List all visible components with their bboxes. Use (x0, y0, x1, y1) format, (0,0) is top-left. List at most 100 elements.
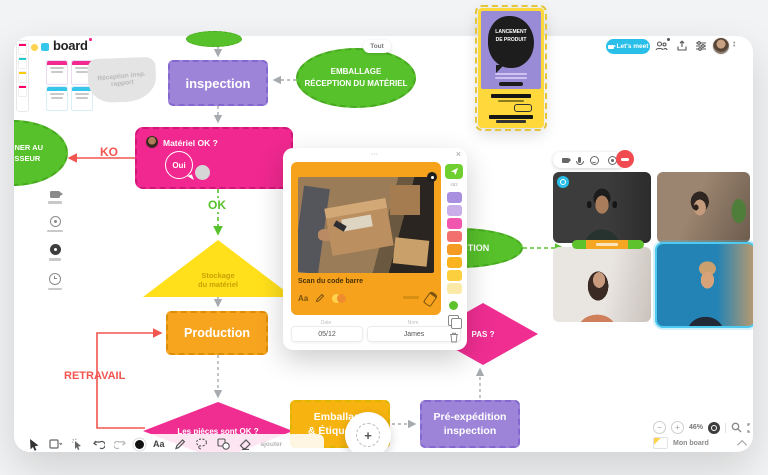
camera-icon[interactable] (561, 157, 571, 163)
board-switcher[interactable]: Mon board (653, 437, 747, 450)
note-card[interactable]: Scan du code barre Aa (291, 162, 441, 315)
video-tile-participant-3[interactable] (553, 247, 651, 322)
select-cursor-tool[interactable] (28, 438, 40, 451)
board-thumbnail (653, 437, 668, 449)
color-swatch[interactable] (446, 192, 462, 203)
label-ok: OK (206, 198, 228, 212)
close-icon[interactable]: × (455, 149, 461, 159)
timer-tool-button[interactable] (44, 272, 66, 290)
add-element-button[interactable]: + (345, 412, 391, 452)
card-count: 482 (450, 182, 458, 187)
swatch-column (446, 190, 462, 294)
user-avatar[interactable] (713, 38, 729, 54)
note-toolbar: Aa (298, 293, 347, 303)
green-dot-button[interactable] (449, 301, 458, 310)
zoom-in-button[interactable]: + (671, 421, 684, 434)
drawing-toolbar: Aa ajouter (22, 434, 324, 452)
mic-icon[interactable] (575, 157, 584, 165)
attachment-icon[interactable] (422, 290, 439, 308)
send-button[interactable] (445, 164, 463, 179)
meet-button[interactable]: Let's meet (606, 39, 650, 54)
date-field[interactable]: 05/12 (291, 326, 363, 342)
flow-node-title: Matériel OK ? (163, 138, 218, 148)
flow-node-top-partial[interactable] (186, 31, 242, 47)
color-swatch[interactable] (446, 270, 462, 281)
color-swatch[interactable] (446, 257, 462, 268)
reaction-progress-bar (572, 240, 644, 249)
hangup-button[interactable] (616, 150, 634, 168)
label-retravail: RETRAVAIL (64, 370, 126, 382)
flow-node-materiel-ok[interactable]: Matériel OK ? Oui (135, 127, 293, 189)
speaking-indicator (557, 176, 569, 188)
settings-sliders-button[interactable] (695, 40, 707, 52)
video-icon (607, 44, 616, 49)
video-tile-participant-2[interactable] (657, 172, 750, 243)
board-window: board Réception insp. rapport Let's meet (14, 36, 753, 452)
text-tool[interactable]: Aa (153, 439, 165, 449)
filter-tout-button[interactable]: Tout (363, 40, 391, 53)
redo-button[interactable] (114, 439, 126, 450)
field-label: Date (320, 320, 332, 326)
color-swatch[interactable] (446, 218, 462, 229)
name-field[interactable]: James (367, 326, 461, 342)
color-swatch[interactable] (446, 205, 462, 216)
video-tool-button[interactable] (44, 191, 66, 204)
modal-drag-handle[interactable]: ••• (371, 151, 379, 156)
left-tools (44, 191, 66, 290)
emoji-icon[interactable] (332, 293, 347, 303)
search-icon[interactable] (731, 422, 742, 433)
card-detail-modal: ••• × Scan du code barre Aa (283, 148, 467, 350)
color-swatch[interactable] (446, 283, 462, 294)
broadcast-tool-button[interactable] (44, 215, 66, 232)
zoom-out-button[interactable]: − (653, 421, 666, 434)
note-photo (298, 177, 434, 273)
note-meta-text (403, 296, 419, 299)
magic-pointer-tool[interactable] (71, 438, 84, 451)
menu-dots-icon[interactable]: •• (733, 40, 736, 50)
field-label: Nom (407, 320, 419, 326)
pen-icon[interactable] (315, 293, 325, 303)
label-ko: KO (100, 145, 118, 159)
lasso-tool[interactable] (195, 438, 208, 450)
shapes-tool[interactable] (216, 438, 230, 450)
frame-tool[interactable] (49, 438, 62, 450)
oui-bubble[interactable]: Oui (165, 151, 194, 182)
color-swatch[interactable] (446, 231, 462, 242)
video-tile-participant-4-active[interactable] (655, 242, 753, 328)
share-button[interactable] (676, 40, 688, 52)
record-tool-button[interactable] (44, 244, 66, 261)
color-swatch[interactable] (446, 244, 462, 255)
flow-node-production[interactable]: Production (166, 311, 268, 355)
locate-button[interactable] (708, 421, 721, 434)
color-picker[interactable] (135, 439, 144, 449)
video-tile-participant-1[interactable] (553, 172, 651, 243)
duplicate-icon[interactable] (448, 315, 462, 329)
text-format-icon[interactable]: Aa (298, 293, 309, 303)
sticker-icon[interactable] (195, 165, 210, 180)
eraser-tool[interactable] (239, 438, 252, 450)
invite-people-button[interactable] (655, 38, 670, 52)
pen-tool[interactable] (174, 438, 186, 450)
ajouter-label[interactable]: ajouter (260, 440, 283, 448)
paper-plane-icon (450, 167, 458, 176)
reactions-icon[interactable] (589, 155, 599, 165)
notification-dot (667, 38, 670, 41)
flow-connectors (67, 46, 565, 429)
pages-strip[interactable] (16, 40, 29, 112)
emoji-icon (31, 44, 38, 51)
grid-icon (41, 43, 49, 51)
undo-button[interactable] (93, 439, 105, 450)
fullscreen-icon[interactable] (747, 422, 753, 433)
zoom-controls: − + 46% (653, 421, 753, 434)
flow-node-inspection[interactable]: inspection (168, 60, 268, 106)
photo-pin-icon[interactable] (427, 172, 437, 182)
chevron-up-icon[interactable] (736, 439, 747, 450)
zoom-level[interactable]: 46% (689, 424, 704, 431)
trash-icon[interactable] (449, 332, 459, 343)
